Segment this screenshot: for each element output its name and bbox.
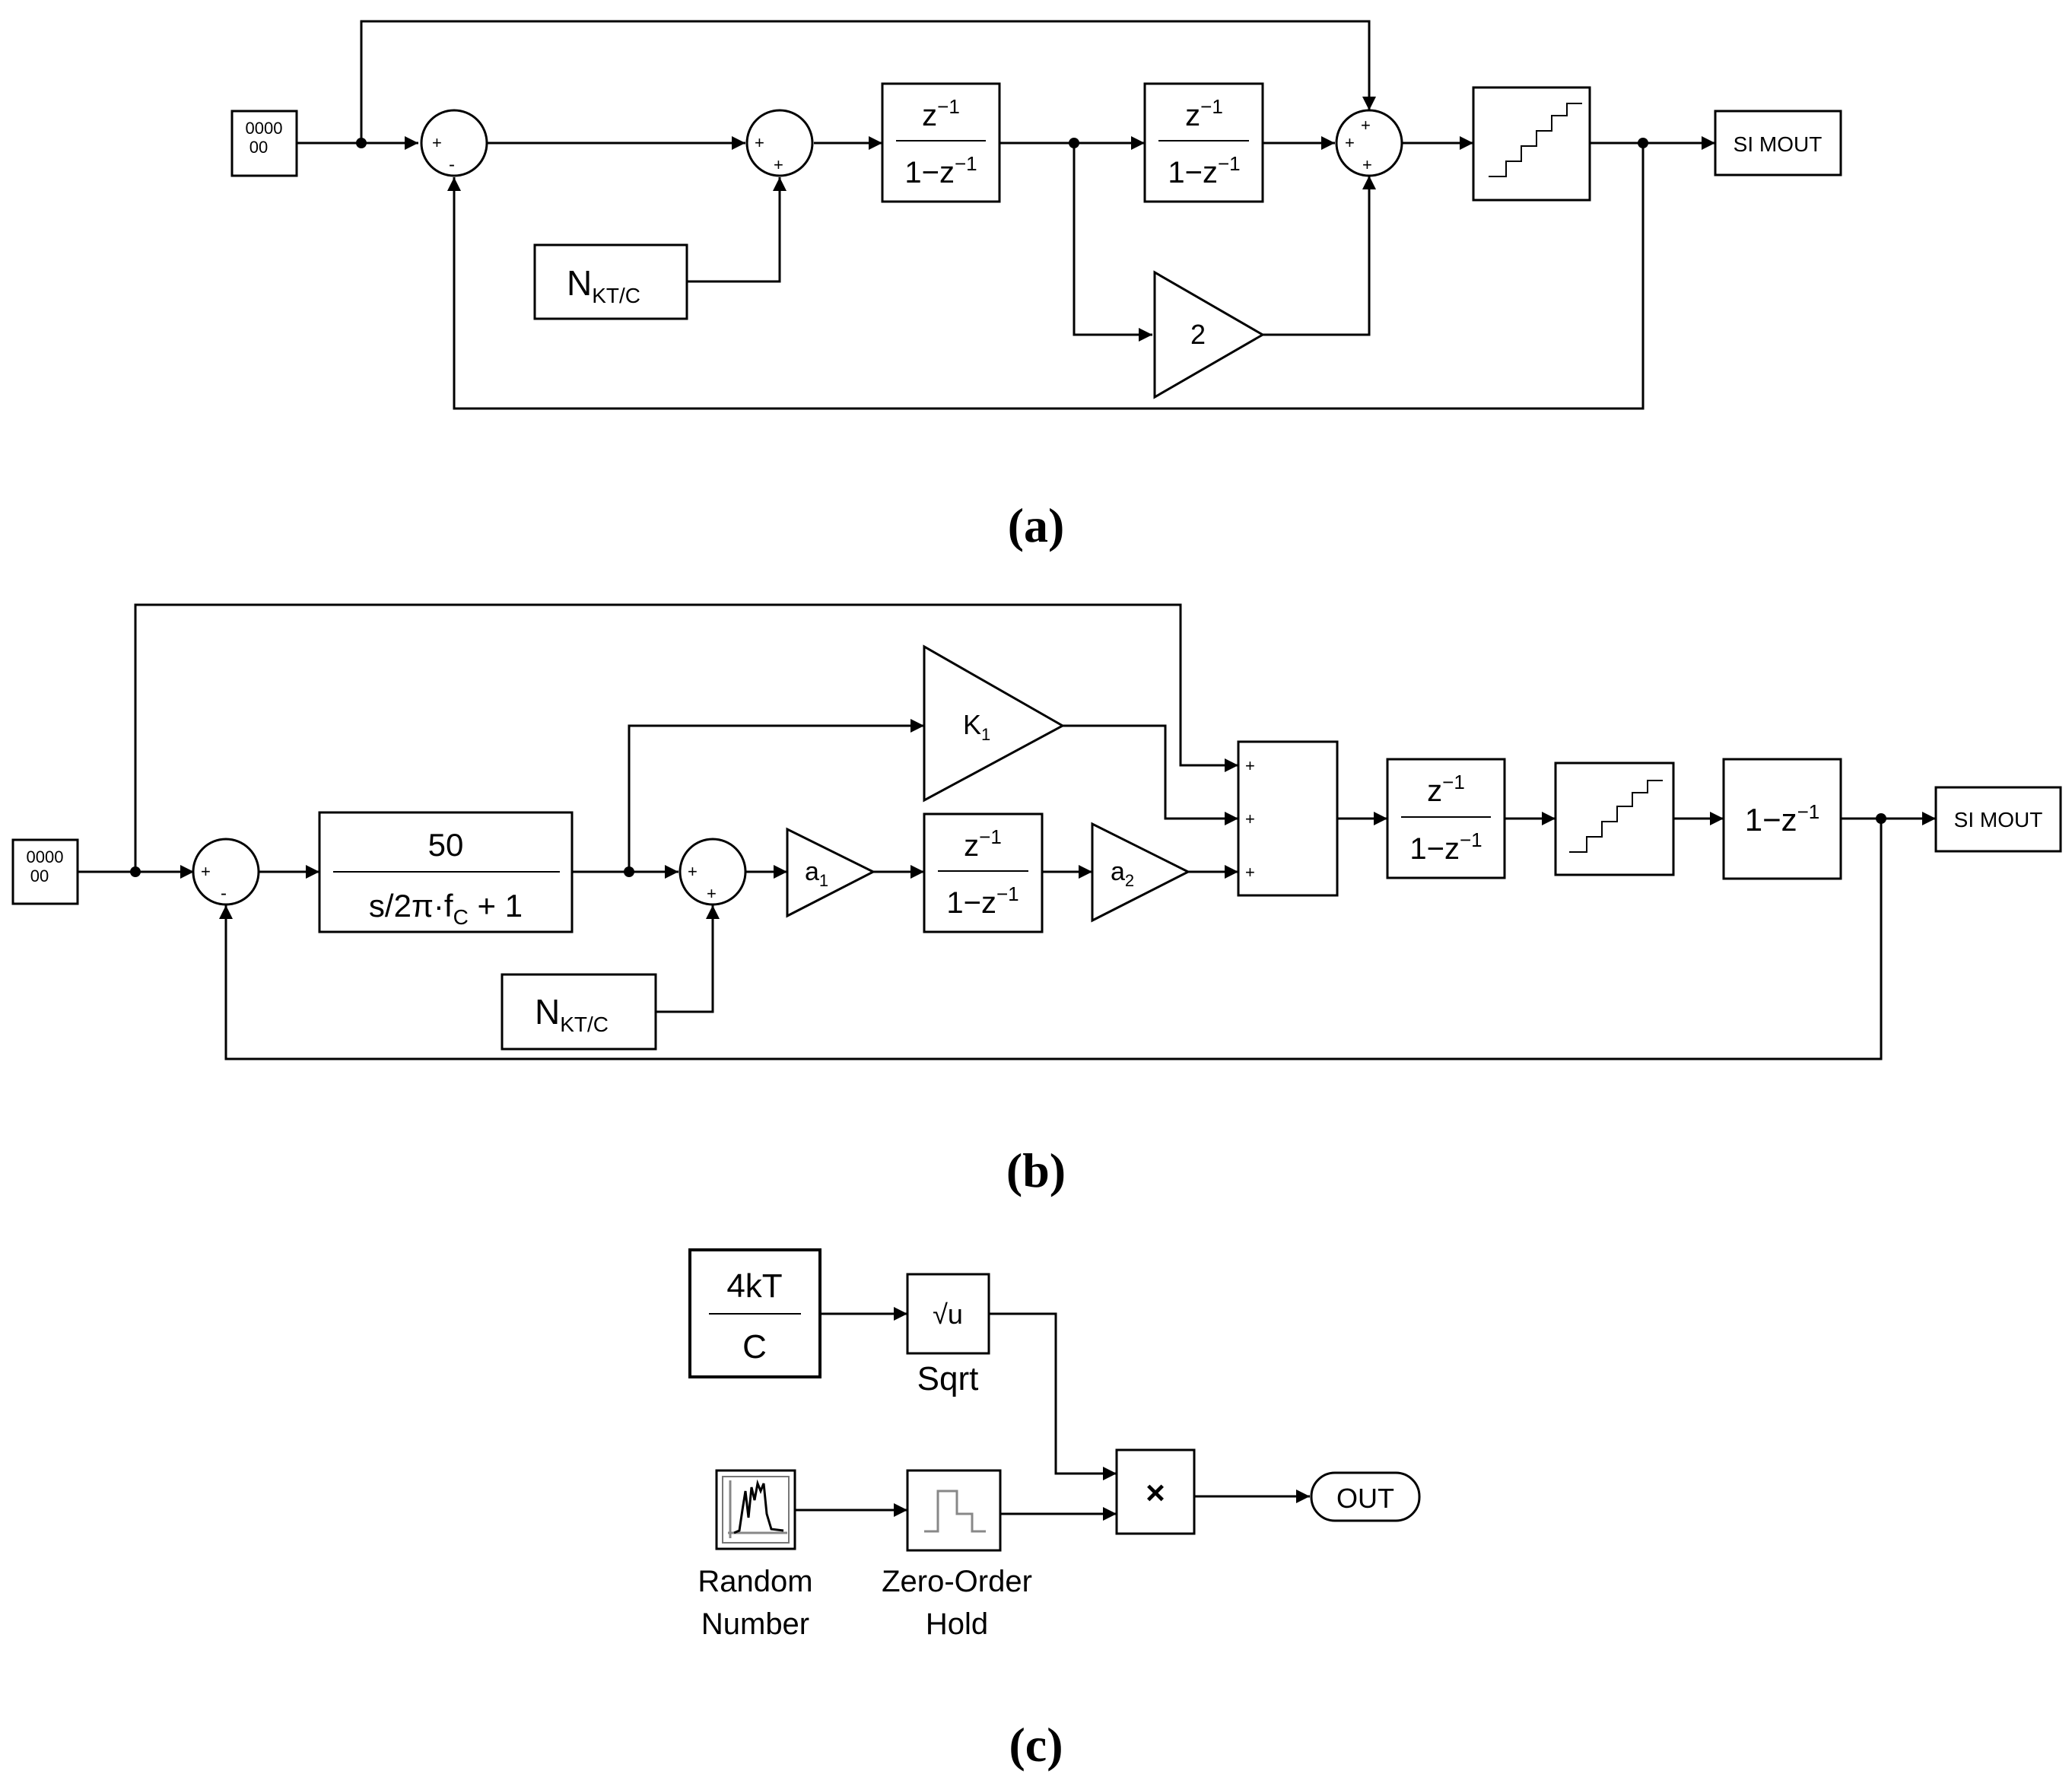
a-wires [297, 20, 1715, 410]
svg-text:z−1: z−1 [1427, 771, 1465, 808]
a-sink-block: SI MOUT [1714, 110, 1842, 176]
a-integrator-1: z−1 1−z−1 [881, 82, 1001, 203]
c-wires [795, 1307, 1310, 1521]
b-gain-a1: a1 [786, 827, 876, 918]
svg-text:NKT/C: NKT/C [567, 263, 640, 307]
b-integrator-1: z−1 1−z−1 [923, 812, 1044, 933]
b-multi-input-sum: + + + [1237, 740, 1339, 897]
b-quantizer-block [1554, 761, 1675, 876]
b-noise-block: NKT/C [501, 973, 657, 1051]
a-gain-2: 2 [1153, 270, 1265, 399]
b-lowpass-transfer-function: 50 s/2π·fC + 1 [318, 811, 574, 933]
b-sum-1-minus: - [221, 883, 227, 904]
svg-text:z−1: z−1 [1185, 95, 1223, 132]
b-sum-2: + + [678, 838, 747, 906]
c-sqrt-symbol: √u [933, 1299, 963, 1330]
b-tf-denominator: s/2π·fC + 1 [369, 888, 523, 929]
c-out-label: OUT [1336, 1483, 1394, 1514]
b-sum-1-plus: + [201, 862, 211, 881]
b-source-digits-bottom: 00 [30, 866, 49, 885]
c-constant-denominator: C [742, 1328, 767, 1366]
svg-text:a2: a2 [1111, 857, 1134, 890]
a-sum-2-plus-left: + [755, 133, 764, 152]
svg-text:NKT/C: NKT/C [535, 992, 609, 1036]
b-source-digits-top: 0000 [27, 847, 64, 866]
a-sum-2-plus-bottom: + [774, 155, 783, 174]
a-source-block: 0000 00 [230, 110, 298, 177]
b-msum-plus-3: + [1245, 863, 1255, 882]
a-source-digits-top: 0000 [246, 119, 283, 138]
c-product-block: × [1115, 1448, 1196, 1535]
c-constant-numerator: 4kT [726, 1267, 782, 1305]
a-noise-block: NKT/C [533, 243, 688, 320]
c-sqrt-block: √u Sqrt [906, 1273, 990, 1397]
c-zoh-label-2: Hold [926, 1607, 988, 1641]
b-sink-label: SI MOUT [1954, 808, 2043, 831]
a-sum-2: + + [745, 109, 814, 177]
c-caption: (c) [1009, 1718, 1063, 1772]
b-caption: (b) [1006, 1143, 1066, 1197]
c-zoh-label-1: Zero-Order [882, 1565, 1032, 1598]
b-tf-numerator: 50 [428, 827, 464, 863]
b-differentiator-block: 1−z−1 [1722, 758, 1842, 880]
random-signal-icon [733, 1479, 784, 1534]
a-caption: (a) [1008, 498, 1065, 552]
zoh-staircase-icon [924, 1490, 986, 1533]
c-zero-order-hold-block: Zero-Order Hold [882, 1469, 1032, 1641]
svg-text:1−z−1: 1−z−1 [904, 152, 977, 189]
figure-a: 0000 00 + - [230, 20, 1842, 552]
svg-text:1−z−1: 1−z−1 [946, 882, 1019, 920]
svg-text:a1: a1 [805, 857, 828, 890]
b-sum-1: + - [192, 838, 260, 906]
b-sink-block: SI MOUT [1934, 786, 2062, 853]
b-gain-a2: a2 [1091, 822, 1191, 923]
svg-text:K1: K1 [963, 709, 990, 744]
b-gain-k1: K1 [923, 644, 1066, 803]
a-gain-value: 2 [1190, 319, 1206, 350]
c-random-label-2: Number [701, 1607, 809, 1641]
a-sum-3-plus-bottom: + [1362, 155, 1372, 174]
svg-text:1−z−1: 1−z−1 [1745, 800, 1820, 838]
svg-text:z−1: z−1 [964, 825, 1002, 863]
a-sum-1-minus: - [449, 154, 455, 175]
svg-text:1−z−1: 1−z−1 [1168, 152, 1240, 189]
a-sum-3-plus-top: + [1361, 116, 1371, 135]
c-product-symbol: × [1146, 1474, 1165, 1512]
a-sink-label: SI MOUT [1734, 132, 1823, 156]
b-wires [78, 603, 1936, 1060]
c-sqrt-label: Sqrt [917, 1360, 979, 1397]
svg-text:z−1: z−1 [922, 95, 960, 132]
figure-b: 0000 00 + [11, 603, 2062, 1197]
c-random-label-1: Random [698, 1565, 812, 1598]
a-sum-1-plus: + [432, 133, 442, 152]
a-source-digits-bottom: 00 [249, 138, 268, 157]
c-random-number-block: Random Number [698, 1469, 813, 1641]
a-quantizer-block [1472, 86, 1591, 202]
c-out-port: OUT [1310, 1471, 1421, 1522]
b-msum-plus-2: + [1245, 809, 1255, 828]
b-sum-2-plus-bottom: + [707, 884, 717, 903]
c-constant-block: 4kT C [688, 1248, 821, 1378]
b-integrator-2: z−1 1−z−1 [1386, 758, 1506, 879]
svg-text:1−z−1: 1−z−1 [1409, 828, 1482, 866]
b-msum-plus-1: + [1245, 756, 1255, 775]
figure-c: 4kT C √u Sqrt Random Number Zero-Order H… [688, 1248, 1421, 1772]
a-integrator-2: z−1 1−z−1 [1143, 82, 1264, 203]
a-sum-3: + + + [1335, 109, 1403, 177]
a-sum-1: + - [420, 109, 488, 177]
a-sum-3-plus-left: + [1345, 133, 1355, 152]
b-sum-2-plus-left: + [688, 862, 698, 881]
b-source-block: 0000 00 [11, 838, 79, 905]
